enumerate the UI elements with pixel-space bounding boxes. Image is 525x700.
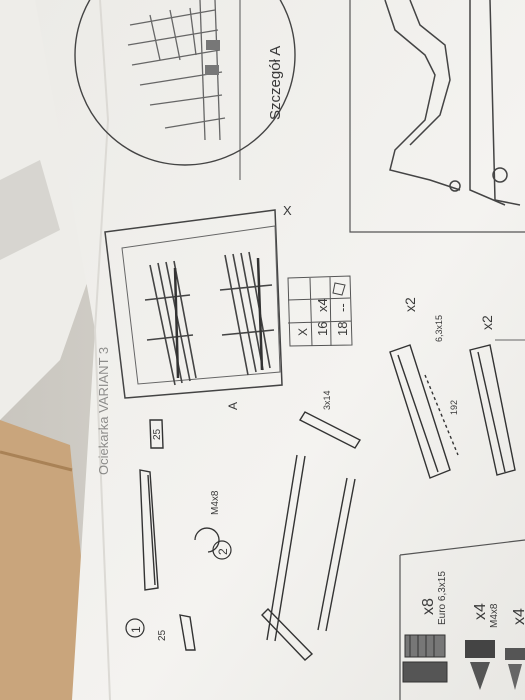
part1-qty: x8 (420, 598, 437, 615)
screw-m4-label: M4x8 (210, 490, 221, 515)
dim-6x15: 6,3x15 (434, 315, 444, 342)
dim-3x14: 3x14 (322, 390, 332, 410)
qty-x2-upper: x2 (402, 297, 418, 312)
part2-qty: x4 (472, 603, 489, 620)
table-header-x: X (296, 328, 310, 336)
step2-number: 2 (216, 548, 230, 555)
cabinet-drawing (104, 209, 283, 399)
qty-x2-lower: x2 (479, 315, 495, 330)
table-row2-qty: -- (335, 303, 350, 312)
detail-title: Szczegół A (267, 46, 284, 120)
detail-frame (349, 0, 525, 233)
table-row1-x: 16 (315, 322, 330, 336)
part3-qty: x4 (511, 608, 525, 625)
detail-marker: A (226, 402, 240, 410)
detail-a-circle (74, 0, 296, 166)
size-table (287, 275, 353, 347)
part1-label: Euro 6,3x15 (437, 571, 448, 625)
euro-screw-icon (402, 634, 448, 683)
parts-frame (399, 539, 525, 700)
dim-25-lower: 25 (157, 629, 168, 641)
rods (261, 411, 361, 661)
cardboard-edge (0, 450, 73, 472)
table-row2-x: 18 (335, 322, 350, 336)
x-marker: X (283, 203, 292, 218)
small-screw-icon (505, 648, 525, 690)
m4-screw-icon (465, 640, 495, 690)
dim-25-upper: 25 (152, 428, 163, 440)
parts-list (402, 634, 525, 690)
part2-label: M4x8 (489, 603, 500, 628)
variant-title: Ociekarka VARIANT 3 (96, 347, 111, 475)
rails (389, 344, 516, 479)
paper-fold (93, 0, 111, 700)
detail-wire-drawing (384, 0, 521, 206)
rotate-arrow-icon (194, 527, 220, 553)
dim-192: 192 (449, 400, 459, 415)
step1-bracket (139, 419, 196, 651)
cabinet-shadow (0, 160, 60, 260)
step1-badge (125, 618, 145, 638)
table-row1-qty: x4 (315, 298, 330, 312)
step1-number: 1 (129, 626, 143, 633)
cardboard-box (0, 420, 95, 700)
